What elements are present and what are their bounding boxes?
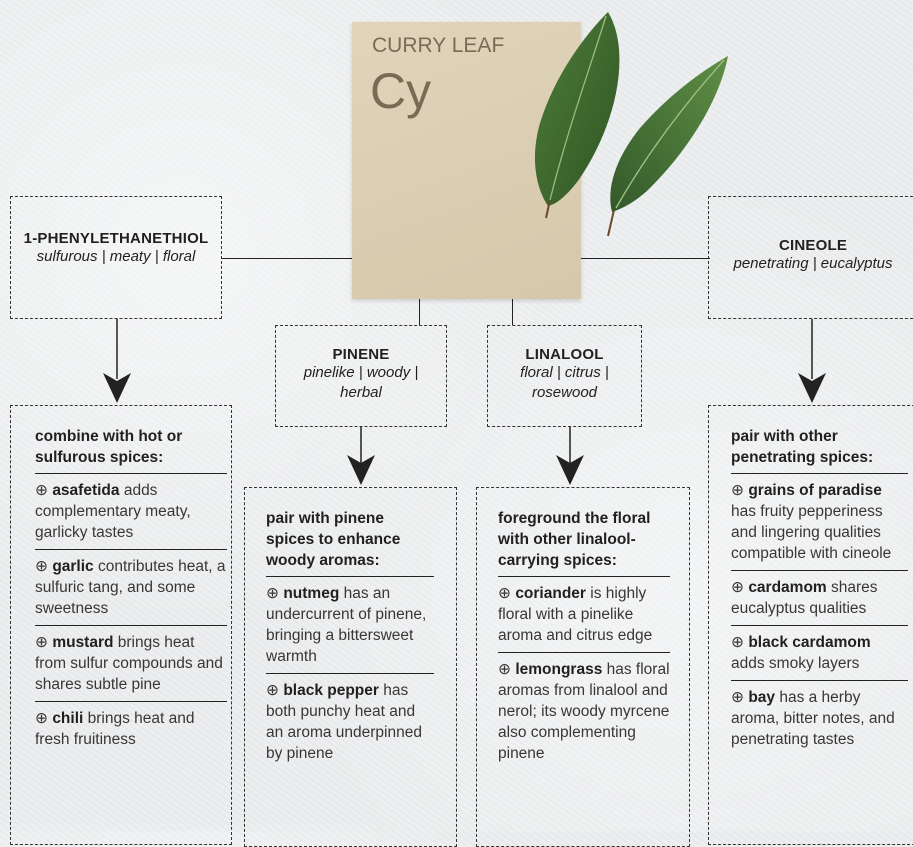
list-item: ⊕ bay has a herby aroma, bitter notes, a… — [731, 681, 908, 756]
oplus-icon: ⊕ — [731, 482, 744, 499]
spice-note: has fruity pepperiness and lingering qua… — [731, 503, 892, 562]
pairing-list-linalool: foreground the floral with other linaloo… — [498, 508, 670, 770]
oplus-icon: ⊕ — [731, 579, 744, 596]
compound-name: 1-PHENYLETHANETHIOL — [23, 230, 209, 247]
compound-notes: sulfurous | meaty | floral — [36, 248, 196, 265]
spice-name: garlic — [52, 558, 94, 575]
pairing-heading: pair with other penetrating spices: — [731, 426, 908, 474]
arrow-down-icon — [103, 319, 131, 403]
pairing-heading: combine with hot or sulfurous spices: — [35, 426, 227, 474]
oplus-icon: ⊕ — [266, 585, 279, 602]
spice-name: asafetida — [52, 482, 120, 499]
spice-note: is highly floral with a pinelike aroma a… — [498, 585, 653, 644]
connector-right — [580, 258, 710, 260]
oplus-icon: ⊕ — [498, 661, 511, 678]
spice-name: mustard — [52, 634, 114, 651]
compound-name: LINALOOL — [525, 346, 604, 363]
compound-notes: penetrating | eucalyptus — [733, 255, 893, 272]
arrow-down-icon — [556, 427, 584, 485]
oplus-icon: ⊕ — [731, 634, 744, 651]
compound-phenylethanethiol: 1-PHENYLETHANETHIOL sulfurous | meaty | … — [10, 196, 222, 319]
spice-note: has an undercurrent of pinene, bringing … — [266, 585, 427, 665]
spice-note: adds complementary meaty, garlicky taste… — [35, 482, 191, 541]
list-item: ⊕ nutmeg has an undercurrent of pinene, … — [266, 577, 434, 674]
oplus-icon: ⊕ — [35, 482, 48, 499]
oplus-icon: ⊕ — [731, 689, 744, 706]
list-item: ⊕ chili brings heat and fresh fruitiness — [35, 702, 227, 756]
spice-name: black cardamom — [748, 634, 871, 651]
leaf-icon — [534, 12, 728, 237]
pairing-list-pinene: pair with pinene spices to enhance woody… — [266, 508, 434, 770]
spice-note: shares eucalyptus qualities — [731, 579, 878, 617]
list-item: ⊕ grains of paradise has fruity pepperin… — [731, 474, 908, 571]
pairing-heading: foreground the floral with other linaloo… — [498, 508, 670, 577]
spice-note: has floral aromas from linalool and nero… — [498, 661, 670, 762]
pairing-list-sulfurous: combine with hot or sulfurous spices: ⊕ … — [35, 426, 227, 756]
card-title: CURRY LEAF — [372, 34, 505, 57]
list-item: ⊕ asafetida adds complementary meaty, ga… — [35, 474, 227, 550]
compound-linalool: LINALOOL floral | citrus | rosewood — [487, 325, 642, 427]
spice-note: brings heat and fresh fruitiness — [35, 710, 195, 748]
compound-notes: floral | citrus | rosewood — [520, 364, 609, 401]
spice-note: contributes heat, a sulfuric tang, and s… — [35, 558, 226, 617]
spice-name: grains of paradise — [748, 482, 882, 499]
compound-notes: pinelike | woody | herbal — [303, 364, 419, 401]
spice-name: black pepper — [283, 682, 379, 699]
list-item: ⊕ lemongrass has floral aromas from lina… — [498, 653, 670, 770]
connector-left — [222, 258, 354, 260]
oplus-icon: ⊕ — [35, 558, 48, 575]
compound-name: CINEOLE — [778, 237, 848, 254]
compound-name: PINENE — [332, 346, 390, 363]
compound-cineole: CINEOLE penetrating | eucalyptus — [708, 196, 913, 319]
pairing-list-cineole: pair with other penetrating spices: ⊕ gr… — [731, 426, 908, 756]
spice-note: has both punchy heat and an aroma underp… — [266, 682, 422, 762]
pairing-heading: pair with pinene spices to enhance woody… — [266, 508, 434, 577]
arrow-down-icon — [798, 319, 826, 403]
spice-name: lemongrass — [515, 661, 603, 678]
list-item: ⊕ garlic contributes heat, a sulfuric ta… — [35, 550, 227, 626]
list-item: ⊕ cardamom shares eucalyptus qualities — [731, 571, 908, 626]
oplus-icon: ⊕ — [498, 585, 511, 602]
connector-linalool — [512, 298, 514, 325]
list-item: ⊕ black cardamom adds smoky layers — [731, 626, 908, 681]
spice-name: bay — [748, 689, 776, 706]
arrow-down-icon — [347, 427, 375, 485]
list-item: ⊕ coriander is highly floral with a pine… — [498, 577, 670, 653]
spice-name: coriander — [515, 585, 586, 602]
list-item: ⊕ black pepper has both punchy heat and … — [266, 674, 434, 770]
spice-note: adds smoky layers — [731, 655, 860, 672]
connector-pinene — [419, 298, 421, 325]
spice-name: nutmeg — [283, 585, 340, 602]
card-symbol: Cy — [370, 63, 432, 119]
oplus-icon: ⊕ — [35, 634, 48, 651]
list-item: ⊕ mustard brings heat from sulfur compou… — [35, 626, 227, 702]
spice-note: brings heat from sulfur compounds and sh… — [35, 634, 223, 693]
spice-note: has a herby aroma, bitter notes, and pen… — [731, 689, 895, 748]
spice-name: cardamom — [748, 579, 827, 596]
oplus-icon: ⊕ — [266, 682, 279, 699]
spice-name: chili — [52, 710, 84, 727]
compound-pinene: PINENE pinelike | woody | herbal — [275, 325, 447, 427]
oplus-icon: ⊕ — [35, 710, 48, 727]
